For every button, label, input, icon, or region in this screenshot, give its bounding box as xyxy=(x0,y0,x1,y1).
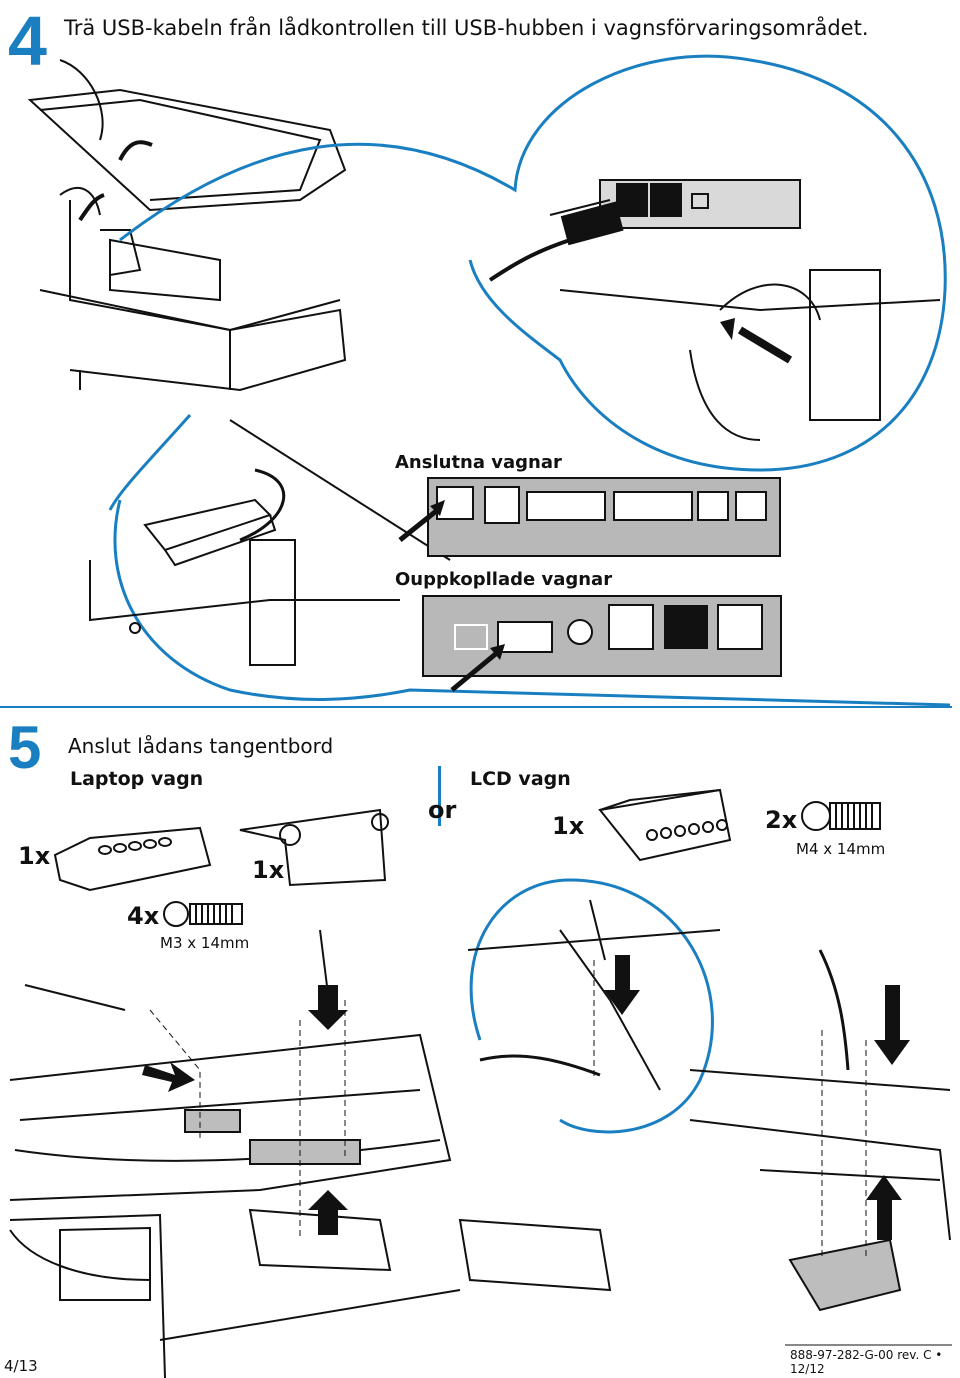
laptop-keyboard-qty: 1x xyxy=(18,842,51,870)
step-5-title: Anslut lådans tangentbord xyxy=(68,734,334,758)
zoom-callout-top xyxy=(119,54,947,472)
lcd-zoom-callout xyxy=(469,878,714,1134)
connected-carts-label: Anslutna vagnar xyxy=(395,452,562,473)
lcd-install-drawing xyxy=(458,899,951,1312)
laptop-install-guides xyxy=(149,1000,346,1240)
cart-line-art xyxy=(27,59,347,392)
drawer-controller-zoom xyxy=(89,419,451,666)
laptop-screw-qty: 4x xyxy=(127,902,160,930)
laptop-keyboard-part xyxy=(53,826,212,892)
page-number: 4/13 xyxy=(4,1357,38,1375)
disconnected-carts-label: Ouppkopllade vagnar xyxy=(395,569,613,590)
m4-screw-part xyxy=(801,801,881,831)
laptop-screw-size: M3 x 14mm xyxy=(160,934,250,952)
laptop-cart-label: Laptop vagn xyxy=(70,768,204,790)
laptop-bracket-qty: 1x xyxy=(252,856,285,884)
lcd-install-arrows xyxy=(604,955,910,1240)
zoom-callout-bottom xyxy=(113,499,951,707)
connected-cart-panel xyxy=(427,477,781,557)
laptop-install-drawing xyxy=(9,929,461,1378)
document-id: 888-97-282-G-00 rev. C • 12/12 xyxy=(790,1348,943,1376)
section-divider xyxy=(438,766,441,826)
laptop-install-arrows xyxy=(142,985,348,1235)
step-4-number: 4 xyxy=(8,2,47,80)
m3-screw-part xyxy=(163,901,243,927)
lcd-screw-qty: 2x xyxy=(765,806,798,834)
lcd-keyboard-part xyxy=(598,788,732,862)
lcd-screw-size: M4 x 14mm xyxy=(796,840,886,858)
lcd-install-guides xyxy=(593,960,867,1260)
cart-arrows xyxy=(78,140,153,222)
laptop-bracket-part xyxy=(239,808,389,887)
zoom-arrow xyxy=(737,326,793,364)
step-5-number: 5 xyxy=(8,714,42,781)
step-4-title: Trä USB-kabeln från lådkontrollen till U… xyxy=(64,16,869,40)
usb-hub-zoom xyxy=(488,179,941,441)
lcd-cart-label: LCD vagn xyxy=(470,768,571,790)
lcd-keyboard-qty: 1x xyxy=(552,812,585,840)
or-label: or xyxy=(428,796,457,824)
